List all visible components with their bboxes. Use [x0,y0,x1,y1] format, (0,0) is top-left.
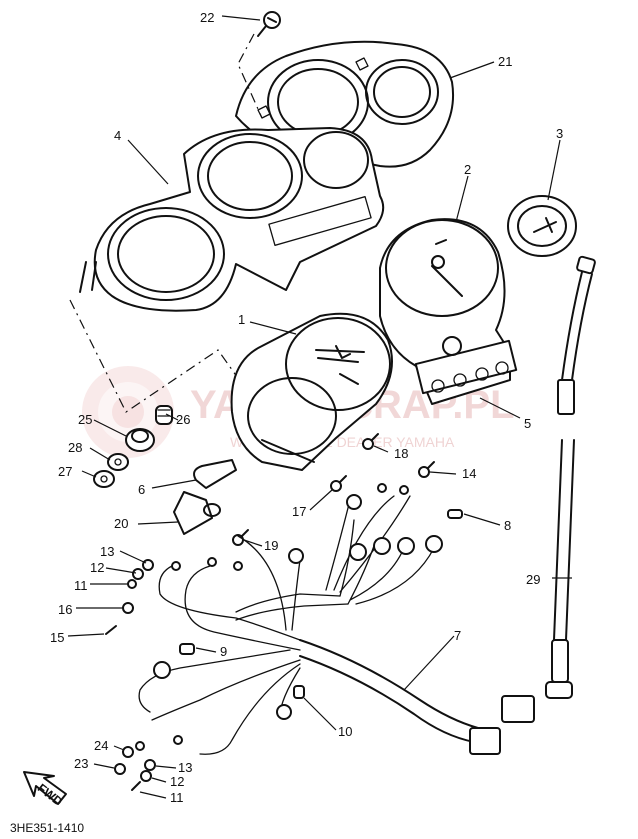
speedometer-cable [545,255,596,699]
tachometer-unit [230,312,393,471]
callout-28: 28 [68,440,82,455]
callout-6: 6 [138,482,145,497]
speedometer-unit [379,218,518,405]
fwd-label: FWD [35,781,65,809]
callout-14: 14 [462,466,476,481]
callout-16: 16 [58,602,72,617]
meter-cap [507,195,577,257]
callout-2: 2 [464,162,471,177]
callout-5: 5 [524,416,531,431]
grommet-25 [125,428,155,452]
bulb-8 [447,509,463,519]
callout-15: 15 [50,630,64,645]
callout-8: 8 [504,518,511,533]
callout-25: 25 [78,412,92,427]
bracket-20 [173,491,221,535]
callout-10: 10 [338,724,352,739]
callout-1: 1 [238,312,245,327]
callout-4: 4 [114,128,121,143]
callout-29: 29 [526,572,540,587]
callout-27: 27 [58,464,72,479]
callout-17: 17 [292,504,306,519]
callout-7: 7 [454,628,461,643]
drawing-code: 3HE351-1410 [10,821,84,835]
washer-28 [107,453,129,471]
callout-12b: 12 [170,774,184,789]
nut-27 [93,470,115,488]
callout-13a: 13 [100,544,114,559]
callout-labels: 22 21 4 3 2 1 5 25 26 28 27 6 20 18 14 1… [50,10,563,805]
callout-23: 23 [74,756,88,771]
screw-18 [362,433,379,450]
screw-17 [330,475,347,492]
callout-11a: 11 [74,578,88,593]
screw-14 [418,461,435,478]
harness-connectors [135,483,443,751]
callout-19: 19 [264,538,278,553]
meter-case [79,127,385,312]
callout-22: 22 [200,10,214,25]
bulb-socket-6 [193,459,237,489]
callout-12a: 12 [90,560,104,575]
callout-3: 3 [556,126,563,141]
fastener-stack-upper [105,559,154,635]
callout-20: 20 [114,516,128,531]
collar-26 [155,405,173,425]
callout-21: 21 [498,54,512,69]
fwd-arrow-icon: FWD [23,771,67,809]
cover-screw [257,11,281,37]
wire-harness [138,495,535,755]
callout-18: 18 [394,446,408,461]
callout-leaders [67,15,572,799]
fastener-stack-lower [114,746,156,791]
callout-13b: 13 [178,760,192,775]
callout-26: 26 [176,412,190,427]
callout-9: 9 [220,644,227,659]
callout-11b: 11 [170,790,184,805]
callout-24: 24 [94,738,108,753]
